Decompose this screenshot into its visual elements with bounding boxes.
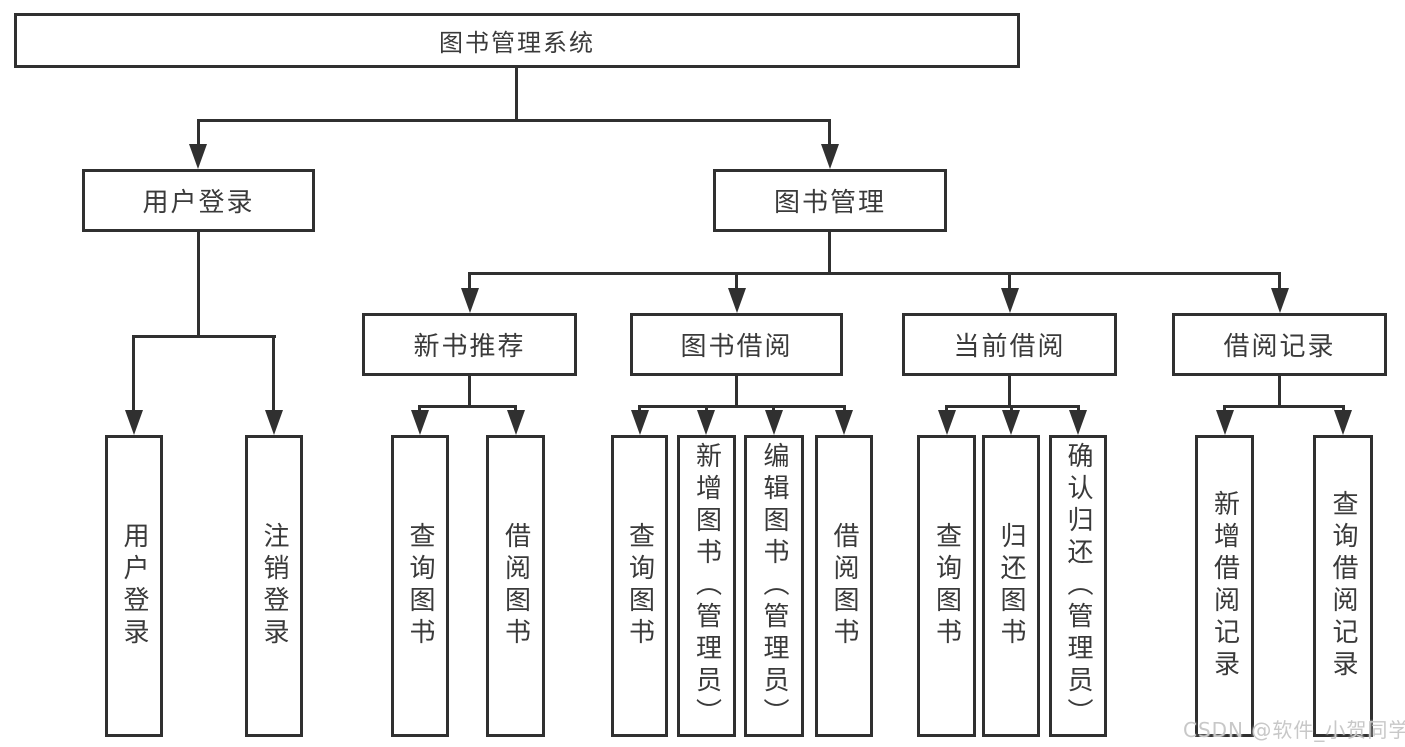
- connector-line: [132, 335, 276, 338]
- leaf-current-confirm-return-admin-label: 确认归还（管理员）: [1063, 442, 1093, 730]
- connector-line: [197, 119, 831, 122]
- connector-line: [1008, 272, 1011, 292]
- node-current: 当前借阅: [902, 313, 1117, 376]
- arrowhead-down-icon: [1216, 410, 1234, 435]
- leaf-borrow-edit-books-admin-label: 编辑图书（管理员）: [759, 442, 789, 730]
- arrowhead-down-icon: [1001, 288, 1019, 313]
- arrowhead-down-icon: [507, 410, 525, 435]
- arrowhead-down-icon: [461, 288, 479, 313]
- connector-line: [468, 272, 471, 292]
- arrowhead-down-icon: [1271, 288, 1289, 313]
- leaf-current-return-books-label: 归还图书: [996, 522, 1026, 650]
- arrowhead-down-icon: [125, 410, 143, 435]
- leaf-borrow-query-books: 查询图书: [611, 435, 668, 737]
- arrowhead-down-icon: [411, 410, 429, 435]
- connector-line: [272, 335, 275, 413]
- connector-line: [197, 232, 200, 338]
- arrowhead-down-icon: [1334, 410, 1352, 435]
- node-root-label: 图书管理系统: [439, 29, 595, 57]
- leaf-user-login-label: 用户登录: [119, 522, 149, 650]
- leaf-recommend-query-books-label: 查询图书: [405, 522, 435, 650]
- csdn-watermark: CSDN @软件_小贺同学: [1183, 718, 1405, 742]
- leaf-borrow-borrow-books: 借阅图书: [815, 435, 873, 737]
- node-records: 借阅记录: [1172, 313, 1387, 376]
- connector-line: [197, 119, 200, 147]
- connector-line: [735, 272, 738, 292]
- node-recommend-label: 新书推荐: [413, 332, 526, 362]
- node-current-label: 当前借阅: [953, 332, 1066, 362]
- leaf-logout-label: 注销登录: [259, 522, 289, 650]
- node-borrow-label: 图书借阅: [680, 332, 793, 362]
- leaf-recommend-borrow-books-label: 借阅图书: [500, 522, 531, 650]
- node-user-login-label: 用户登录: [142, 188, 255, 218]
- node-book-mgmt: 图书管理: [713, 169, 947, 232]
- leaf-records-query-record: 查询借阅记录: [1313, 435, 1373, 737]
- leaf-records-query-record-label: 查询借阅记录: [1328, 490, 1358, 682]
- leaf-borrow-add-books-admin: 新增图书（管理员）: [677, 435, 736, 737]
- leaf-user-login: 用户登录: [105, 435, 163, 737]
- node-records-label: 借阅记录: [1223, 332, 1336, 362]
- arrowhead-down-icon: [265, 410, 283, 435]
- connector-line: [1223, 405, 1345, 408]
- arrowhead-down-icon: [728, 288, 746, 313]
- leaf-recommend-borrow-books: 借阅图书: [486, 435, 545, 737]
- arrowhead-down-icon: [765, 410, 783, 435]
- leaf-current-return-books: 归还图书: [982, 435, 1040, 737]
- arrowhead-down-icon: [821, 144, 839, 169]
- leaf-current-query-books-label: 查询图书: [931, 522, 962, 650]
- connector-line: [828, 119, 831, 147]
- node-recommend: 新书推荐: [362, 313, 577, 376]
- leaf-borrow-borrow-books-label: 借阅图书: [829, 522, 859, 650]
- node-book-mgmt-label: 图书管理: [773, 188, 886, 218]
- leaf-current-query-books: 查询图书: [917, 435, 976, 737]
- arrowhead-down-icon: [631, 410, 649, 435]
- arrowhead-down-icon: [1002, 410, 1020, 435]
- node-borrow: 图书借阅: [630, 313, 843, 376]
- leaf-current-confirm-return-admin: 确认归还（管理员）: [1049, 435, 1107, 737]
- connector-line: [828, 232, 831, 275]
- arrowhead-down-icon: [1069, 410, 1087, 435]
- connector-line: [468, 376, 471, 408]
- arrowhead-down-icon: [697, 410, 715, 435]
- connector-line: [132, 335, 135, 413]
- connector-line: [735, 376, 738, 408]
- connector-line: [1278, 272, 1281, 292]
- leaf-records-add-record-label: 新增借阅记录: [1209, 490, 1240, 682]
- leaf-borrow-edit-books-admin: 编辑图书（管理员）: [744, 435, 804, 737]
- node-root: 图书管理系统: [14, 13, 1020, 68]
- leaf-records-add-record: 新增借阅记录: [1195, 435, 1254, 737]
- connector-line: [1278, 376, 1281, 408]
- connector-line: [418, 405, 517, 408]
- leaf-logout: 注销登录: [245, 435, 303, 737]
- leaf-recommend-query-books: 查询图书: [391, 435, 449, 737]
- arrowhead-down-icon: [835, 410, 853, 435]
- connector-line: [638, 405, 846, 408]
- node-user-login: 用户登录: [82, 169, 315, 232]
- leaf-borrow-add-books-admin-label: 新增图书（管理员）: [691, 442, 722, 730]
- connector-line: [515, 68, 518, 122]
- leaf-borrow-query-books-label: 查询图书: [624, 522, 655, 650]
- connector-line: [468, 272, 1281, 275]
- arrowhead-down-icon: [189, 144, 207, 169]
- connector-line: [1008, 376, 1011, 408]
- arrowhead-down-icon: [938, 410, 956, 435]
